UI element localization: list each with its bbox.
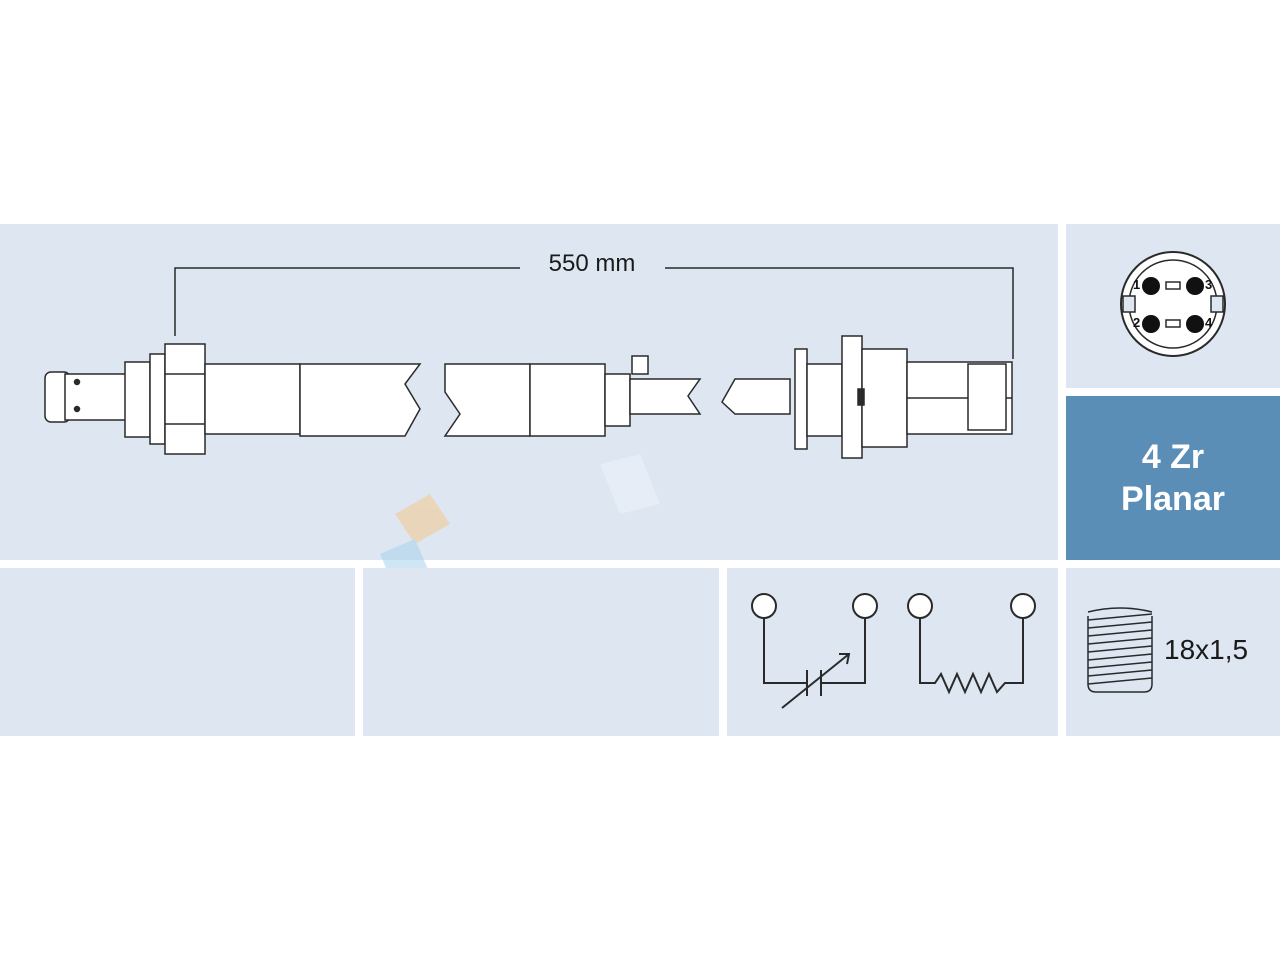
connector-face-icon (1120, 251, 1226, 357)
pin-label-1: 1 (1133, 277, 1141, 292)
thread-size-label: 18x1,5 (1164, 634, 1249, 665)
sensor-type-line1: 4 Zr (1141, 438, 1205, 476)
dimension-line-right (665, 267, 1014, 359)
thread-panel: 18x1,5 (1066, 568, 1280, 736)
length-label: 550 mm (530, 250, 654, 278)
connector-panel: 1 2 3 4 (1066, 224, 1280, 388)
sensor-type-line2: Planar (1121, 480, 1225, 518)
sensor-type-badge: 4 Zr Planar (1066, 396, 1280, 560)
pin-label-3: 3 (1205, 277, 1213, 292)
sensor-body (44, 335, 1013, 459)
oxygen-sensor-drawing (44, 267, 1014, 589)
empty-panel-2 (363, 568, 719, 736)
dimension-line (174, 267, 520, 336)
empty-panel-1 (0, 568, 355, 736)
sensor-drawing-panel: 550 mm (0, 224, 1058, 589)
thread-icon (1087, 607, 1153, 693)
pin-label-4: 4 (1205, 315, 1213, 330)
circuit-panel (727, 568, 1058, 736)
sensor-circuit-icon (751, 593, 1036, 709)
pin-label-2: 2 (1133, 315, 1141, 330)
